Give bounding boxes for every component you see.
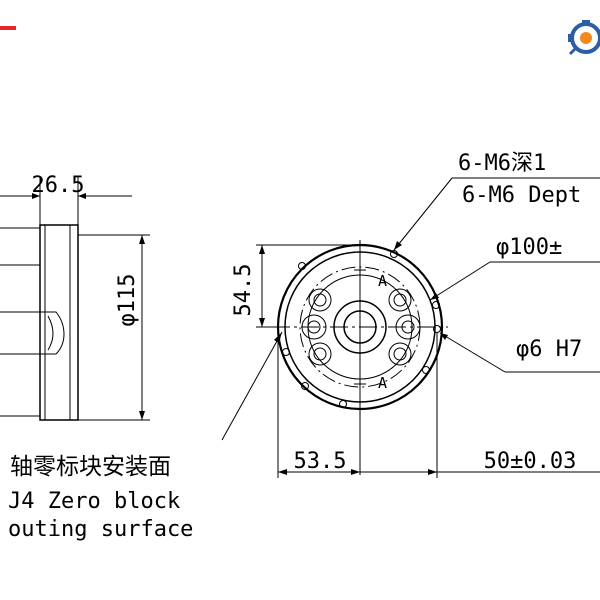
leader-line-zero-block: [221, 331, 283, 441]
side-view: 26.5 φ115: [0, 173, 150, 421]
callout-thread-en: 6-M6 Dept: [462, 183, 581, 208]
company-gear-logo-icon: [568, 20, 600, 56]
label-zero-block-en-2: outing surface: [8, 517, 193, 542]
leader-line-thread: [393, 177, 453, 251]
callout-pin-hole: φ6 H7: [516, 337, 582, 362]
mounting-holes: [301, 288, 421, 366]
label-zero-block-en-1: J4 Zero block: [8, 489, 180, 514]
dim-diameter-115: φ115: [115, 274, 140, 327]
leader-line-pin-hole: [439, 332, 506, 373]
label-zero-block-cn: 轴零标块安装面: [10, 454, 171, 480]
m6-threaded-holes: [282, 250, 441, 408]
dim-width-26-5: 26.5: [32, 173, 85, 198]
dim-offset-53-5: 53.5: [294, 449, 347, 474]
callout-thread-cn: 6-M6深1: [458, 151, 546, 176]
red-accent-mark: [0, 26, 16, 30]
callout-bolt-circle: φ100±: [496, 235, 562, 260]
section-mark-a-bottom: A: [378, 374, 387, 392]
leader-line-bolt-circle: [429, 261, 491, 301]
dim-offset-54-5: 54.5: [231, 264, 256, 317]
section-mark-a-top: A: [378, 272, 387, 290]
dim-offset-50: 50±0.03: [484, 449, 577, 474]
front-view: A A: [272, 240, 448, 475]
